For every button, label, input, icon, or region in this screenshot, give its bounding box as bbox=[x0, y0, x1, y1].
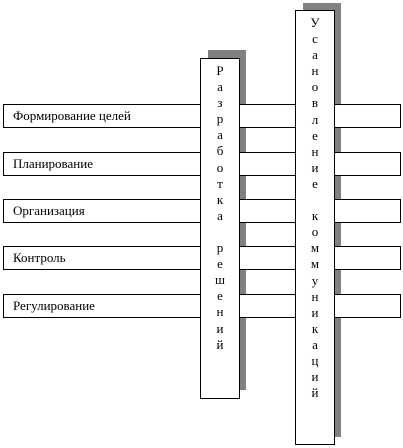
function-label-planning: Планирование bbox=[13, 156, 93, 171]
communications-letter: и bbox=[311, 159, 319, 175]
communications-letter: и bbox=[311, 304, 319, 320]
communications-letter: у bbox=[311, 272, 319, 288]
communications-letter bbox=[296, 192, 334, 208]
communications-letter: в bbox=[311, 95, 319, 111]
communications-letter: м bbox=[310, 256, 320, 272]
communications-letter: н bbox=[311, 63, 319, 79]
decisions-letter: Р bbox=[216, 63, 224, 78]
communications-letter: й bbox=[311, 385, 319, 401]
communications-letter: а bbox=[312, 47, 318, 63]
decisions-letter: а bbox=[217, 79, 223, 95]
decisions-letter: н bbox=[216, 304, 224, 320]
communications-letter: л bbox=[311, 111, 319, 127]
decisions-letter bbox=[201, 224, 239, 240]
decisions-letter: т bbox=[217, 175, 223, 191]
communications-letter: м bbox=[310, 240, 320, 256]
communications-letter: У bbox=[310, 15, 320, 30]
decisions-letter: ш bbox=[214, 272, 225, 288]
decisions-letter: к bbox=[216, 191, 224, 207]
communications-letter: е bbox=[312, 175, 318, 191]
communications-letter: а bbox=[312, 336, 318, 352]
decisions-letter: р bbox=[216, 240, 224, 256]
communications-letter: е bbox=[312, 127, 318, 143]
communications-letter: н bbox=[311, 143, 319, 159]
communications-letter: о bbox=[311, 79, 319, 95]
communications-letter: к bbox=[311, 208, 319, 224]
decisions-letter: а bbox=[217, 207, 223, 223]
function-label-organization: Организация bbox=[13, 203, 85, 218]
decisions-letter: й bbox=[216, 336, 224, 352]
decisions-letter: е bbox=[217, 256, 223, 272]
decisions-letter: б bbox=[216, 143, 224, 159]
communications-letter: к bbox=[311, 320, 319, 336]
decisions-letter: р bbox=[216, 111, 224, 127]
communications-letter: с bbox=[312, 31, 318, 47]
decisions-letter: е bbox=[217, 288, 223, 304]
communications-letter: н bbox=[311, 288, 319, 304]
communications-letter: о bbox=[311, 224, 319, 240]
communications-letter: и bbox=[311, 369, 319, 385]
function-label-control: Контроль bbox=[13, 250, 66, 265]
decisions-letter: и bbox=[216, 320, 224, 336]
decisions-letter: з bbox=[217, 95, 223, 111]
communications-letter: ц bbox=[311, 352, 319, 368]
decisions-letter: о bbox=[216, 159, 224, 175]
decisions-letter: а bbox=[217, 127, 223, 143]
function-label-goals: Формирование целей bbox=[13, 108, 131, 123]
function-label-regulation: Регулирование bbox=[13, 298, 95, 313]
